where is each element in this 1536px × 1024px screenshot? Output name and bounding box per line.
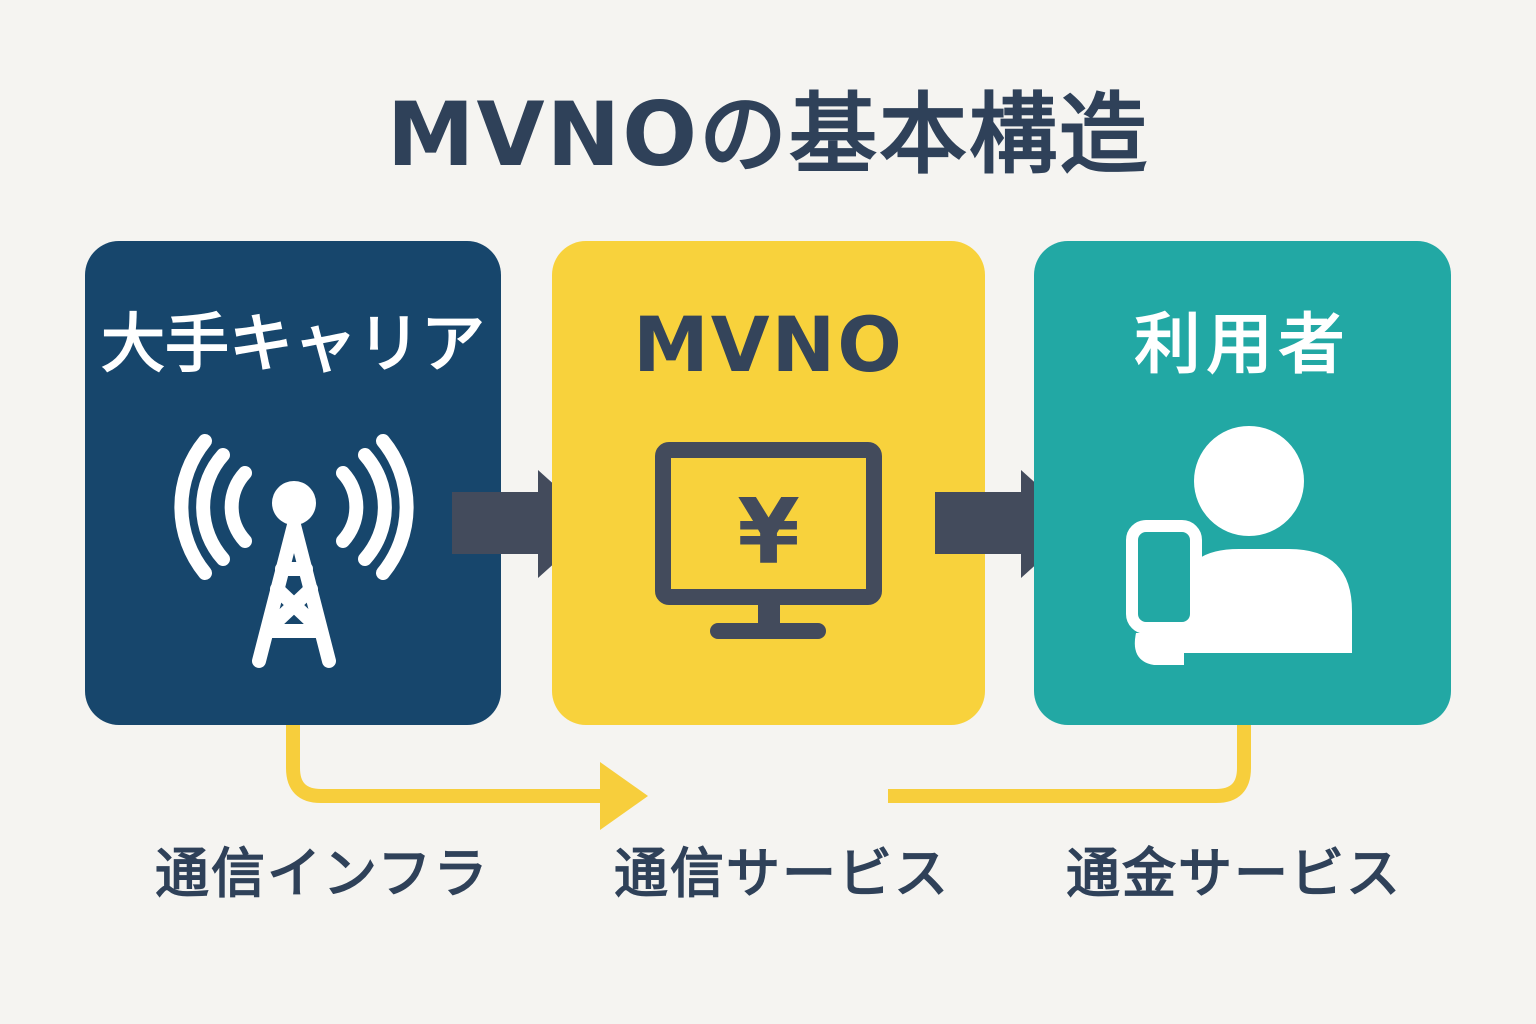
mvno-card: MVNO ¥ [552, 241, 985, 725]
caption-service: 通信サービス [614, 842, 950, 905]
mvno-label: MVNO [633, 300, 904, 389]
carrier-label: 大手キャリア [101, 308, 485, 382]
antenna-tower-icon [174, 434, 414, 668]
person-with-phone-icon [1126, 426, 1352, 665]
caption-billing: 通金サービス [1066, 842, 1402, 905]
diagram-title: MVNOの基本構造 [386, 83, 1150, 186]
user-card: 利用者 [1034, 241, 1451, 725]
carrier-card: 大手キャリア [85, 241, 501, 725]
flow-line-billing [888, 725, 1251, 803]
yen-symbol: ¥ [737, 480, 800, 585]
user-label: 利用者 [1134, 306, 1351, 383]
caption-infra: 通信インフラ [155, 842, 490, 905]
flow-arrowhead [600, 762, 648, 830]
flow-line-infra [286, 725, 612, 803]
monitor-yen-icon: ¥ [655, 442, 882, 639]
